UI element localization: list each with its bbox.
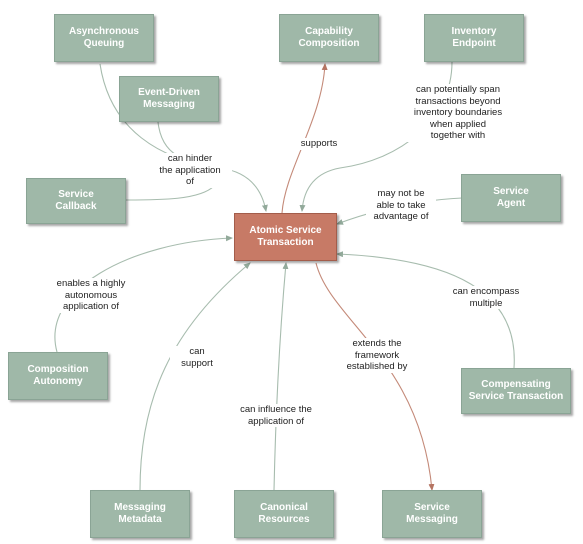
edge-label-hinder: can hinder the application of — [148, 153, 232, 188]
node-service-messaging: Service Messaging — [382, 490, 482, 538]
node-capability-composition: Capability Composition — [279, 14, 379, 62]
node-inventory-endpoint: Inventory Endpoint — [424, 14, 524, 62]
edge-label-extends: extends the framework established by — [336, 338, 418, 373]
connector-extends — [315, 262, 435, 491]
node-service-agent: Service Agent — [461, 174, 561, 222]
node-compensating-service-transaction: Compensating Service Transaction — [461, 368, 571, 414]
connector-encompass — [336, 251, 515, 369]
node-messaging-metadata: Messaging Metadata — [90, 490, 190, 538]
connector-influence — [273, 262, 289, 491]
edge-label-influence: can influence the application of — [228, 404, 324, 427]
edge-label-support: can support — [170, 346, 224, 369]
edge-label-take-advantage: may not be able to take advantage of — [366, 188, 436, 223]
node-asynchronous-queuing: Asynchronous Queuing — [54, 14, 154, 62]
node-event-driven-messaging: Event-Driven Messaging — [119, 76, 219, 122]
node-canonical-resources: Canonical Resources — [234, 490, 334, 538]
node-composition-autonomy: Composition Autonomy — [8, 352, 108, 400]
edge-label-span: can potentially span transactions beyond… — [404, 84, 512, 142]
edge-label-supports: supports — [292, 138, 346, 150]
connector-autonomous — [54, 235, 233, 353]
connector-hinder-callback — [125, 185, 215, 201]
edge-label-autonomous: enables a highly autonomous application … — [44, 278, 138, 313]
edge-label-encompass: can encompass multiple — [442, 286, 530, 309]
connector-support — [139, 262, 251, 491]
node-service-callback: Service Callback — [26, 178, 126, 224]
node-atomic-service-transaction: Atomic Service Transaction — [234, 213, 337, 261]
